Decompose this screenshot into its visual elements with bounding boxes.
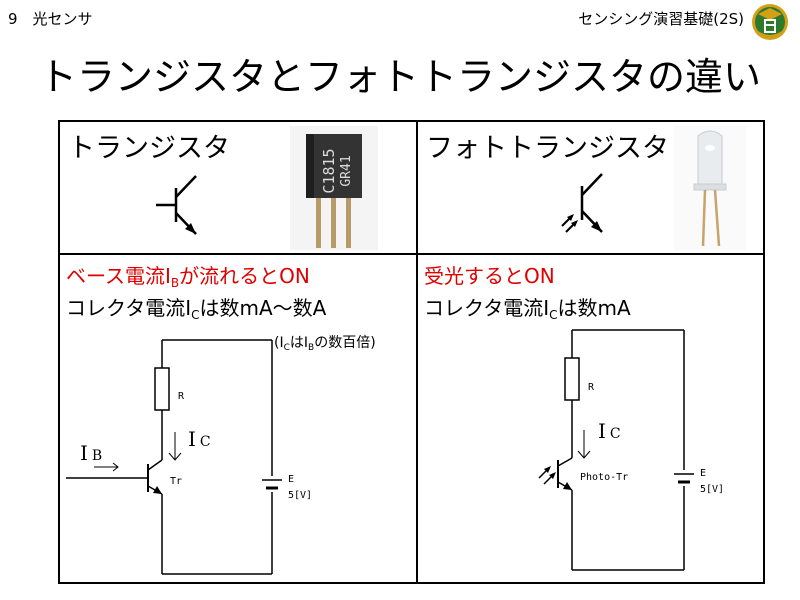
transistor-on-condition: ベース電流IBが流れるとON [66,264,310,290]
phototransistor-resistor-label: R [588,382,595,393]
school-emblem-icon [752,4,788,40]
phototransistor-photo [674,126,746,250]
header-course: センシング演習基礎(2S) [578,10,744,28]
transistor-heading: トランジスタ [68,133,230,164]
table-divider-vertical [416,122,418,582]
package-marking-1: C1815 [320,148,338,193]
transistor-gain-note: (ICはIBの数百倍) [274,335,376,353]
phototransistor-voltage-label: 5[V] [700,484,724,495]
phototransistor-device-label: Photo-Tr [580,472,628,483]
table-divider-horizontal [60,253,763,255]
transistor-photo: C1815 GR41 [290,126,378,250]
transistor-voltage-label: 5[V] [288,490,312,501]
transistor-collector-current: コレクタ電流ICは数mA〜数A [66,296,327,322]
package-marking-2: GR41 [339,155,354,186]
phototransistor-collector-current: コレクタ電流ICは数mA [424,296,631,322]
transistor-resistor-label: R [178,391,185,402]
phototransistor-battery-label: E [700,468,706,479]
page-title: トランジスタとフォトトランジスタの違い [38,55,761,99]
transistor-battery-label: E [288,474,294,485]
phototransistor-on-condition: 受光するとON [424,264,555,288]
phototransistor-heading: フォトトランジスタ [426,133,669,164]
header-section: 9 光センサ [8,10,93,28]
comparison-table: トランジスタ C1815 GR41 フォトトランジスタ [58,120,765,584]
transistor-symbol-icon [156,175,197,235]
phototransistor-symbol-icon [561,173,603,233]
transistor-device-label: Tr [170,476,182,487]
